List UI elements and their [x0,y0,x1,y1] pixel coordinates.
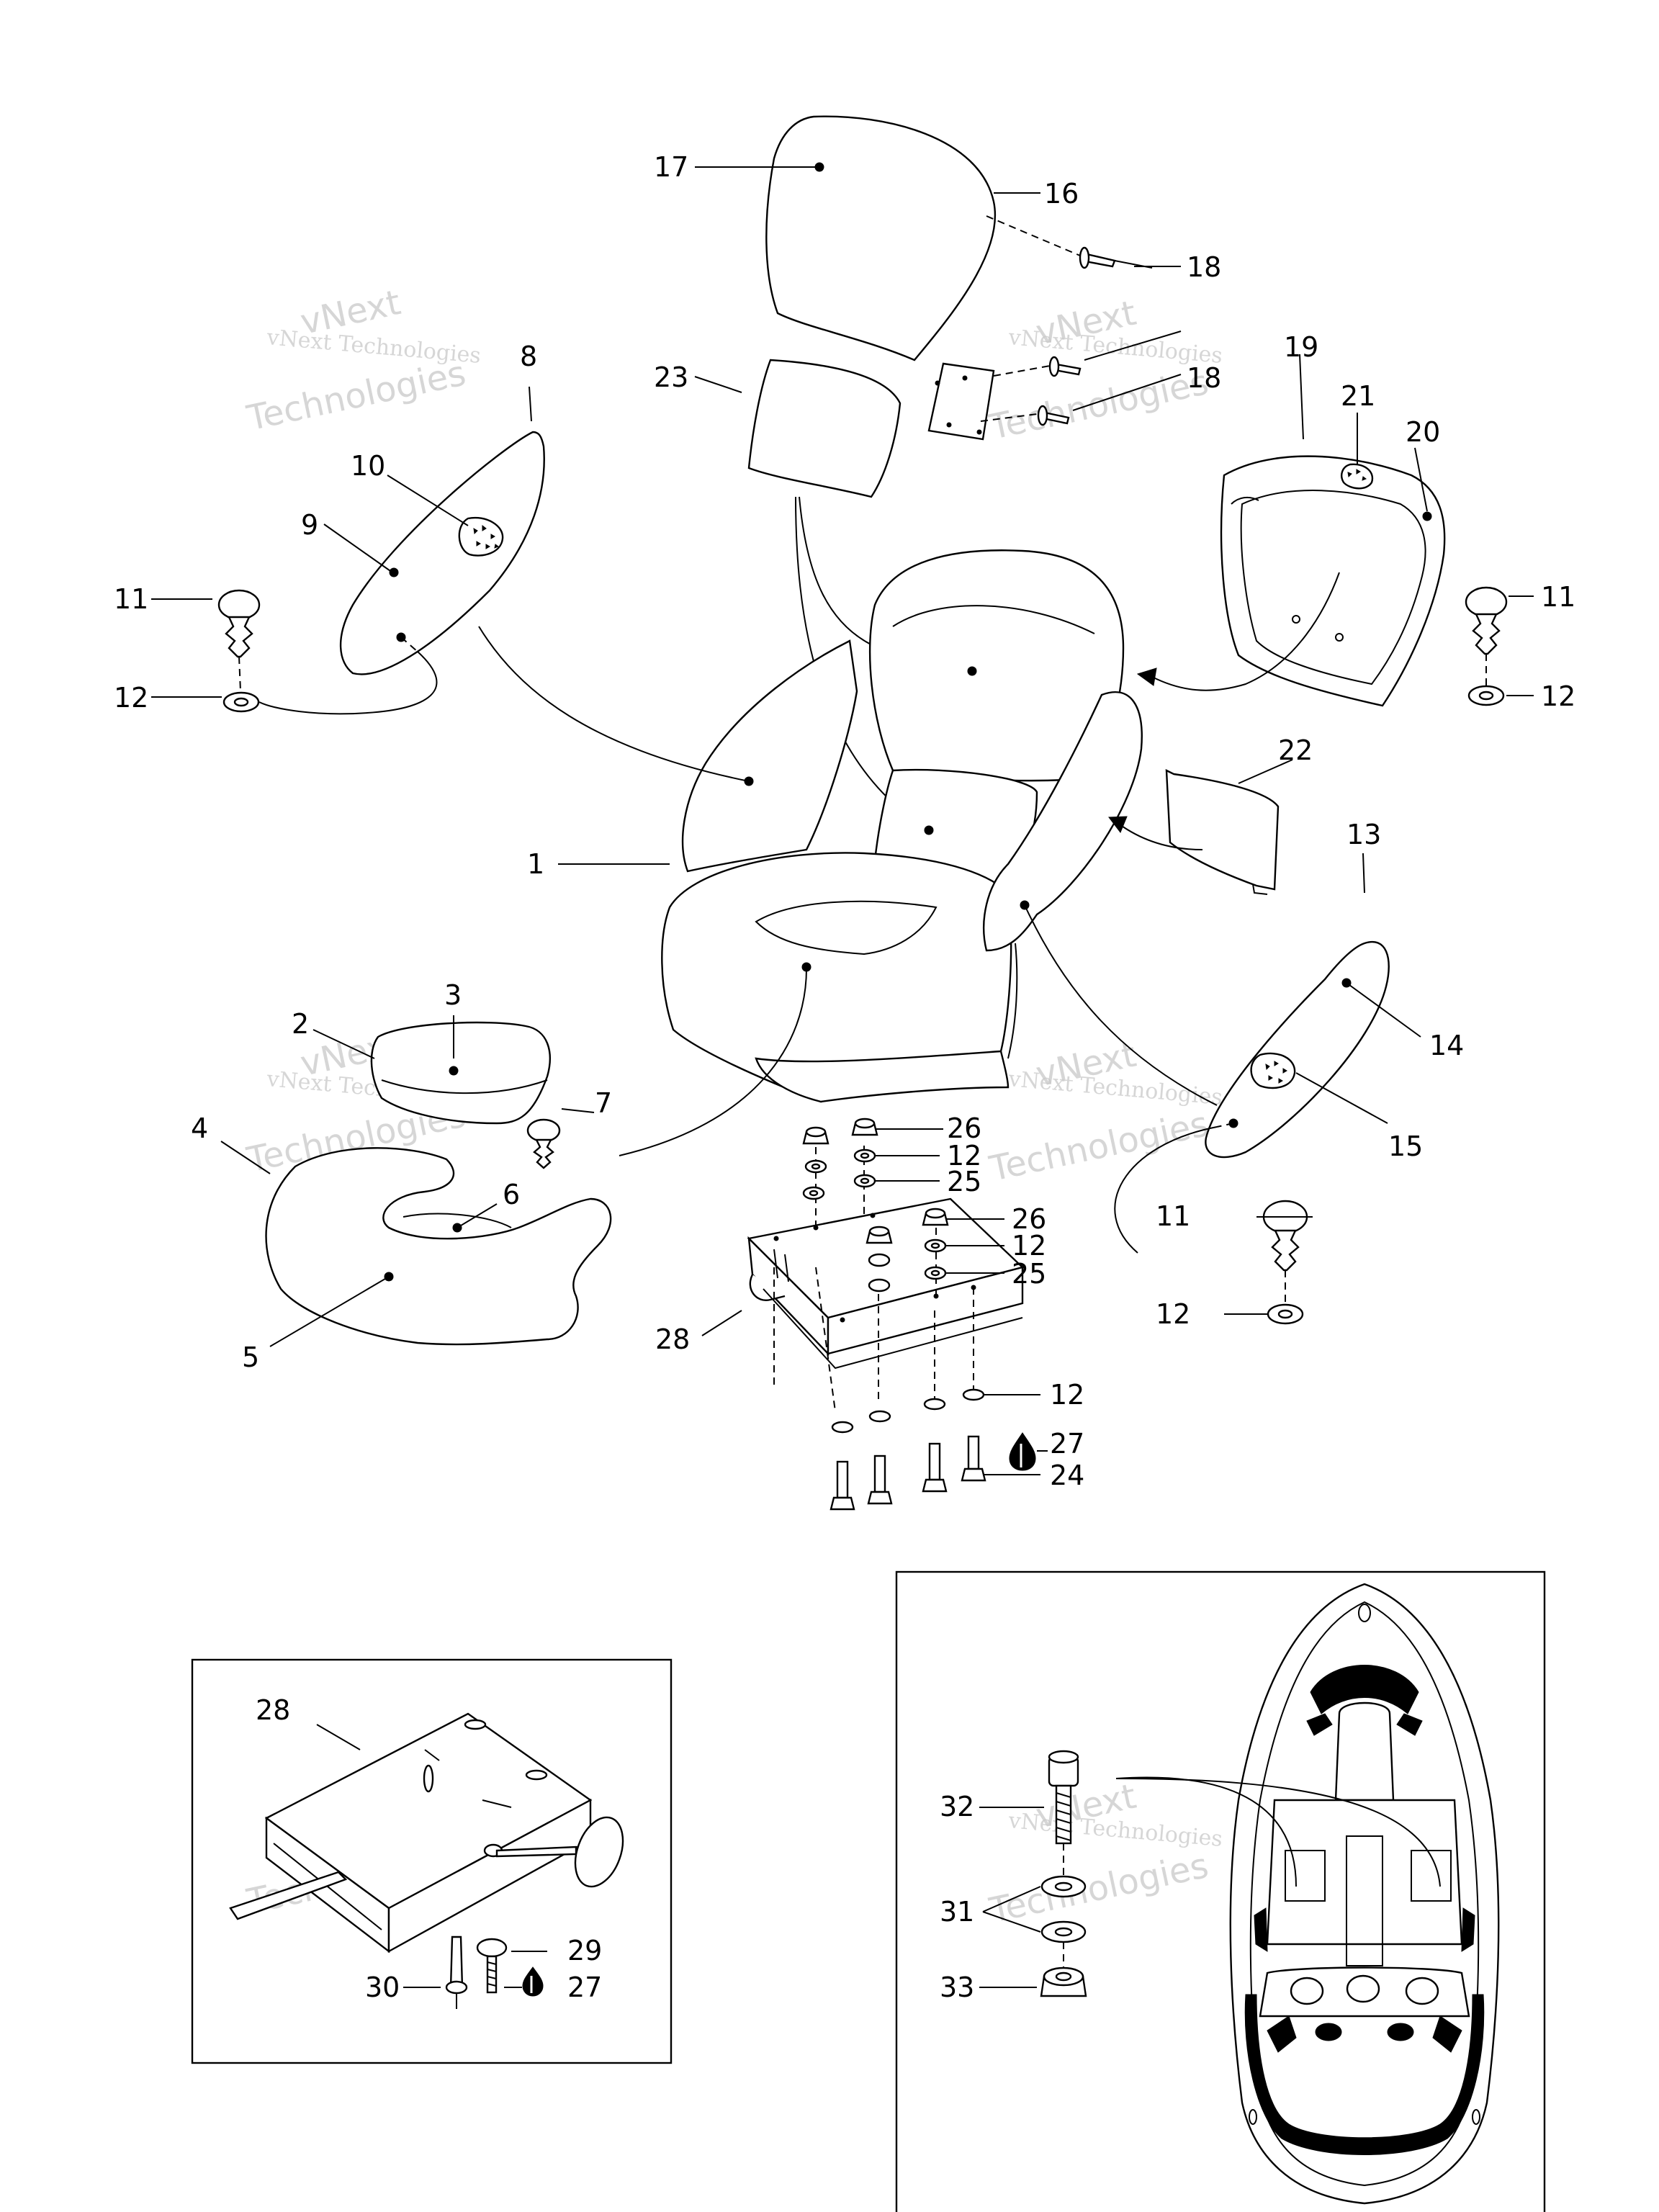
callout-23: 23 [654,361,688,393]
headrest-cover [765,115,996,361]
callout-33: 33 [940,1972,974,2003]
backrest-back-panel [1220,455,1446,707]
callout-4: 4 [191,1112,208,1144]
callout-12: 12 [1541,680,1575,712]
callout-12: 12 [1012,1230,1046,1262]
push-rivet-icon [445,1936,468,2009]
callout-32: 32 [940,1791,974,1822]
callout-31: 31 [940,1896,974,1928]
washer [1040,1875,1087,1943]
callout-5: 5 [242,1341,259,1373]
bolt-32 [1048,1750,1079,1845]
nut-33 [1040,1966,1087,1997]
inset-box-slider [191,1658,673,2064]
svg-text:Technologies: Technologies [986,1104,1212,1190]
callout-6: 6 [503,1179,520,1210]
bolt-stack [922,1398,948,1493]
bolt-stack [961,1388,986,1482]
bolt-stack [830,1421,855,1511]
callout-11: 11 [1541,581,1575,613]
watermark-topleft-text: vNext Technologies [265,325,482,369]
push-rivet-icon [1465,586,1508,655]
callout-30: 30 [365,1972,400,2003]
callout-2: 2 [292,1008,309,1040]
callout-24: 24 [1050,1460,1084,1491]
callout-8: 8 [520,341,537,372]
callout-25: 25 [947,1166,981,1197]
callout-13: 13 [1346,819,1381,850]
callout-26: 26 [947,1112,981,1144]
callout-28: 28 [256,1694,290,1726]
callout-12: 12 [1156,1298,1190,1330]
push-rivet-icon [1079,246,1153,269]
callout-17: 17 [654,151,688,183]
velcro-patch-15 [1250,1052,1296,1089]
callout-18: 18 [1187,251,1221,283]
callout-26: 26 [1012,1203,1046,1235]
callout-25: 25 [1012,1258,1046,1290]
callout-11: 11 [1156,1200,1190,1232]
callout-3: 3 [444,979,462,1011]
callout-11: 11 [114,583,148,615]
svg-text:Technologies: Technologies [243,353,469,439]
push-rivet-icon [1048,356,1082,377]
nut-stack [802,1126,830,1200]
headrest-bracket [927,362,995,441]
velcro-patch-21 [1341,463,1374,490]
washer [1467,685,1505,706]
washer [1267,1303,1304,1325]
hull-topview [1115,1583,1500,2205]
callout-27: 27 [567,1972,602,2003]
callout-29: 29 [567,1935,602,1966]
seat-pad-top [370,1021,551,1125]
callout-12: 12 [1050,1379,1084,1411]
washer [222,691,260,713]
callout-28: 28 [655,1323,690,1355]
callout-18: 18 [1187,362,1221,394]
screw [476,1938,508,1994]
velcro-patch [458,516,504,557]
callout-20: 20 [1406,416,1440,448]
callout-7: 7 [595,1087,612,1119]
push-rivet-icon [526,1118,561,1169]
callout-12: 12 [114,682,148,714]
callout-22: 22 [1278,734,1313,766]
callout-15: 15 [1388,1130,1423,1162]
support-plate [1165,769,1280,891]
callout-27: 27 [1050,1428,1084,1460]
adhesive-drop-icon [522,1966,544,1997]
callout-19: 19 [1284,331,1318,363]
headrest-foam [747,359,902,498]
nut-stack [866,1226,893,1292]
bolt-stack [867,1410,893,1505]
left-side-panel [339,431,545,675]
callout-16: 16 [1044,178,1079,210]
seat-assembly [661,549,1143,1103]
push-rivet-icon [1037,405,1070,426]
push-rivet-icon [217,589,261,658]
right-side-panel [1205,941,1390,1159]
seat-foam [265,1147,612,1346]
callout-21: 21 [1341,380,1375,412]
nut-stack [851,1118,878,1188]
inset-box-hull [895,1570,1546,2212]
callout-1: 1 [527,848,544,880]
push-rivet-icon [1262,1200,1308,1272]
adhesive-drop-icon [1009,1432,1036,1471]
callout-12: 12 [947,1140,981,1172]
callout-10: 10 [351,450,385,482]
nut-stack [922,1208,949,1280]
callout-14: 14 [1429,1030,1464,1061]
seat-slider [229,1712,624,1954]
svg-text:Technologies: Technologies [986,1845,1212,1931]
callout-9: 9 [301,509,318,541]
